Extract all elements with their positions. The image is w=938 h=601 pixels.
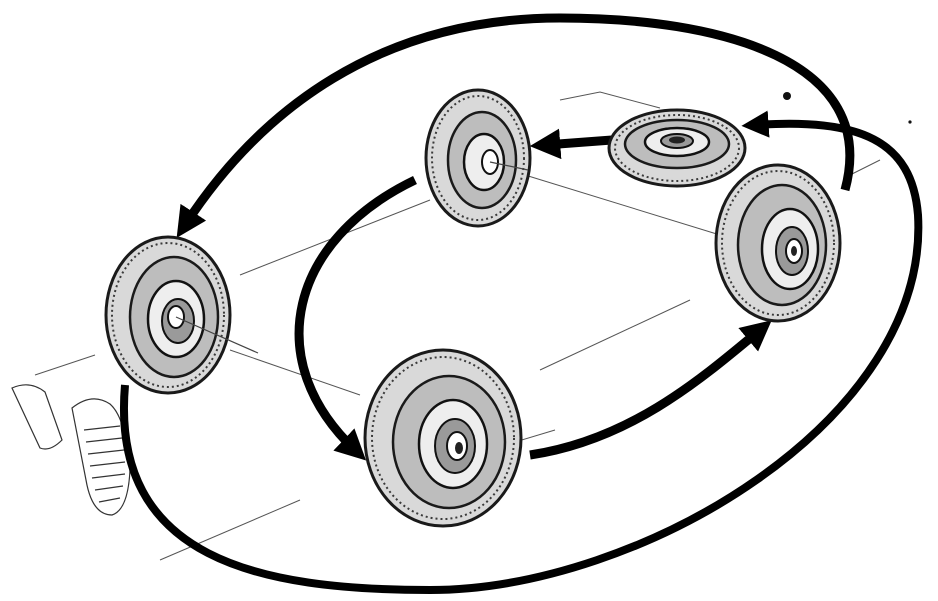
spare-tire	[609, 110, 745, 186]
ink-speck	[783, 92, 791, 100]
arrow-right-front-to-right-rear	[530, 330, 760, 455]
left-front-tire	[106, 237, 258, 393]
left-rear-tire	[426, 90, 530, 226]
arrow-spare-to-left-rear	[545, 140, 612, 145]
headlight-icon	[12, 385, 62, 449]
right-rear-tire	[716, 165, 840, 321]
right-front-tire	[365, 350, 521, 526]
ink-speck	[908, 120, 911, 123]
